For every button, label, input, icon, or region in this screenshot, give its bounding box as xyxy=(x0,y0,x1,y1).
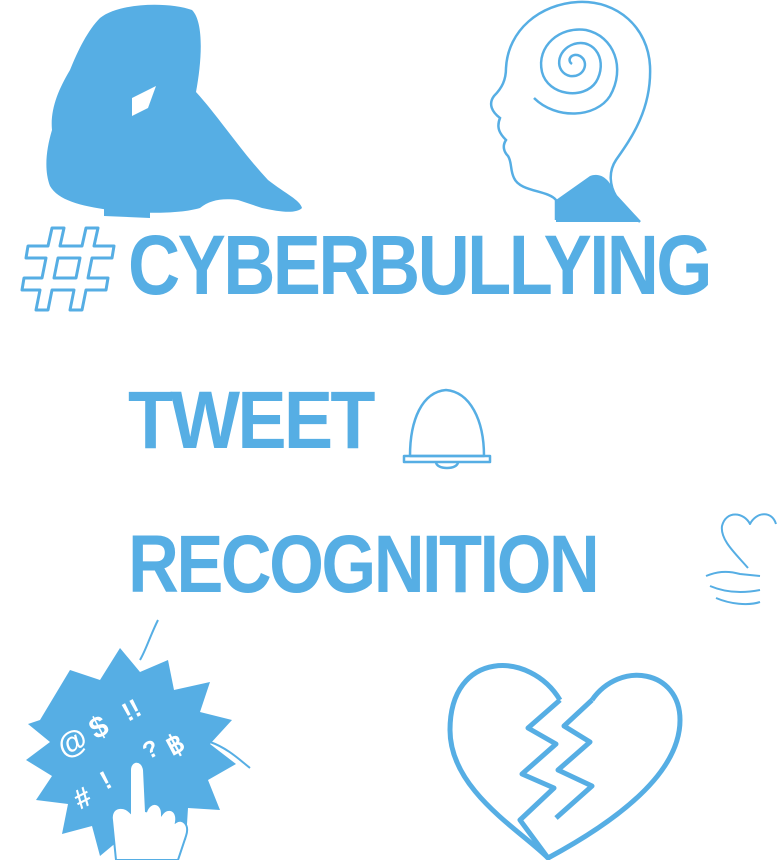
symbol-exclaim: ! xyxy=(95,765,117,796)
symbol-dollar: $ xyxy=(84,709,115,746)
symbol-baht: ฿ xyxy=(161,727,190,761)
title-tweet: TWEET xyxy=(128,375,375,466)
title-recognition: RECOGNITION xyxy=(128,519,600,610)
title-cyberbullying: CYBERBULLYING xyxy=(128,218,712,312)
symbol-double-exclaim: !! xyxy=(117,693,146,728)
symbol-question: ? xyxy=(138,735,164,766)
symbol-at: @ xyxy=(52,721,93,764)
symbol-hash: # xyxy=(68,780,97,815)
